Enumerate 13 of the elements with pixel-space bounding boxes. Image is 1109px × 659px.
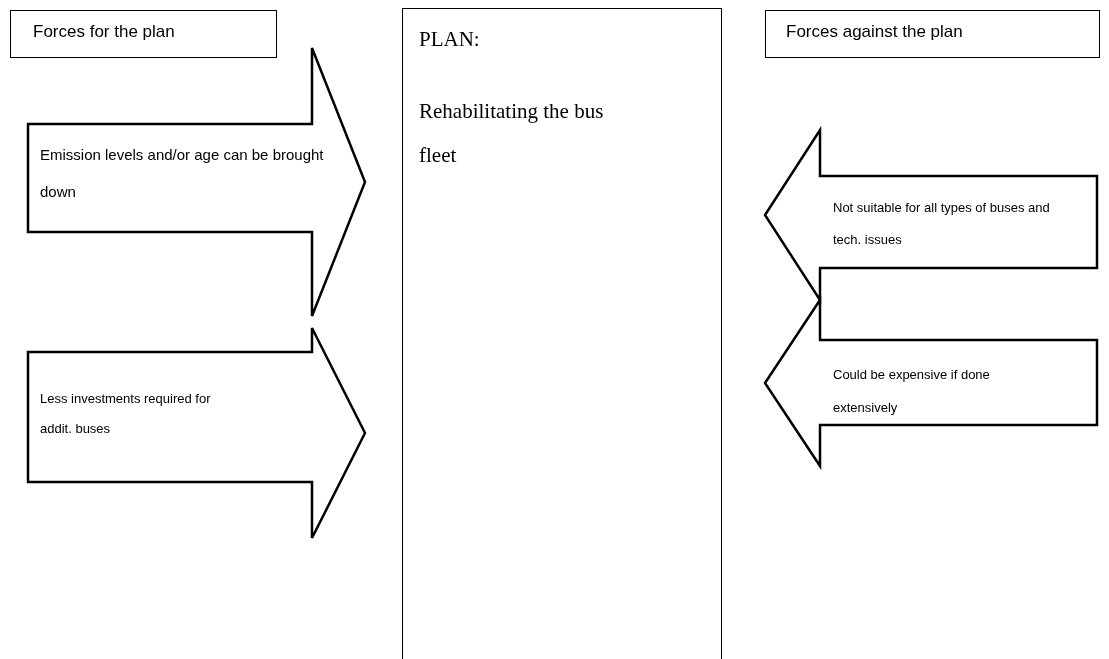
plan-column [402,8,722,659]
text-box [765,10,1100,58]
label-text: Emission levels and/or age can be brought down [40,145,325,202]
heading: PLAN: [419,27,481,52]
label-text: Could be expensive if done extensively [833,366,991,417]
text-box [10,10,277,58]
label-text: Less investments required for addit. buses [40,390,212,438]
right-arrow-shape [28,328,365,538]
label-text: Rehabilitating the bus fleet [419,98,605,169]
label-text: Forces for the plan [33,22,176,42]
right-arrow-shape [28,48,365,316]
label-text: Forces against the plan [786,22,964,42]
label-text: Not suitable for all types of buses and tech. issues [833,199,1051,249]
